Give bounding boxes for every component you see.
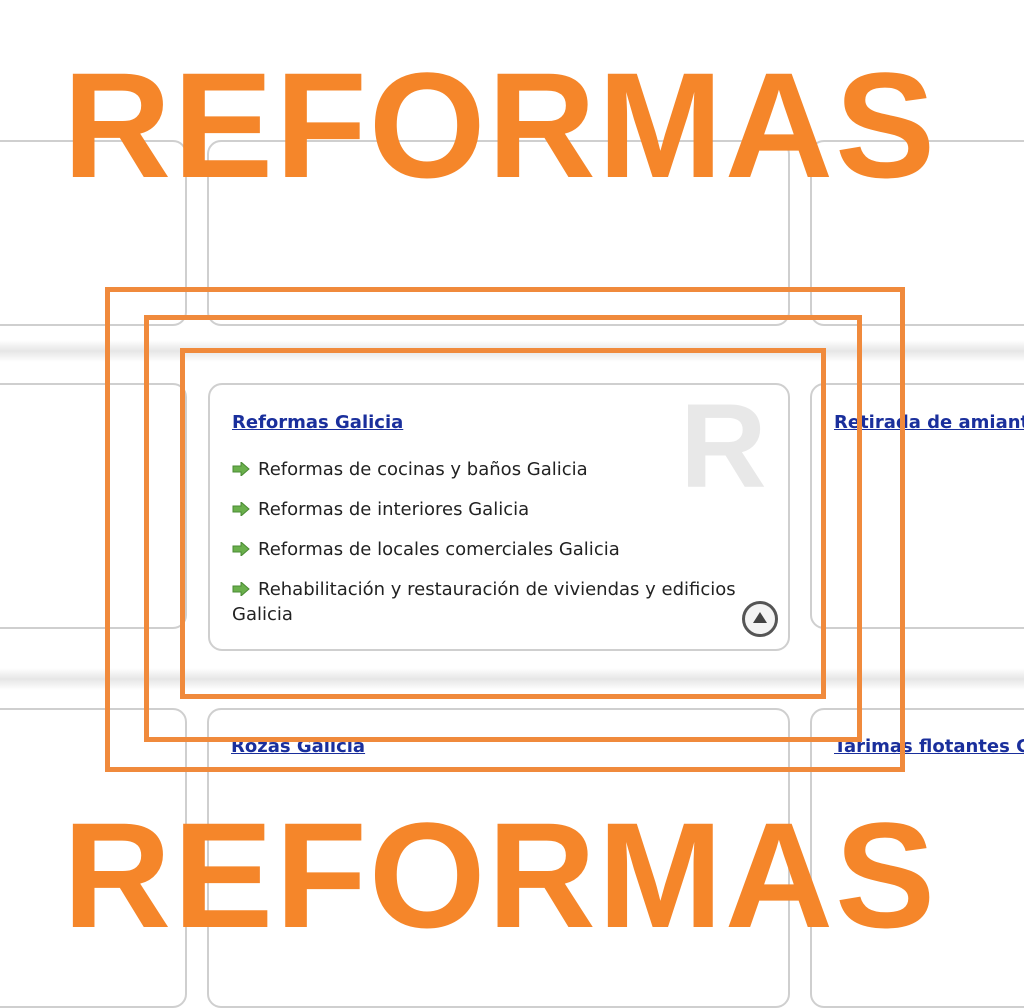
- list-item-label[interactable]: Reformas de locales comerciales Galicia: [258, 539, 620, 560]
- watermark-letter: R: [680, 383, 767, 513]
- green-arrow-icon: [232, 502, 250, 516]
- divider-band: [0, 668, 1024, 690]
- retirada-amianto-link[interactable]: Retirada de amiant: [834, 412, 1024, 433]
- top-left-card: [0, 140, 187, 326]
- list-item-label[interactable]: Rehabilitación y restauración de viviend…: [232, 579, 736, 625]
- bottom-left-card: [0, 708, 187, 1008]
- list-item[interactable]: Rehabilitación y restauración de viviend…: [232, 577, 742, 627]
- top-center-card: [207, 140, 790, 326]
- list-item[interactable]: Reformas de locales comerciales Galicia: [232, 537, 742, 562]
- top-right-card: [810, 140, 1024, 326]
- list-item-label[interactable]: Reformas de interiores Galicia: [258, 499, 530, 520]
- headline-bottom: REFORMAS: [62, 791, 938, 959]
- back-to-top-button[interactable]: [742, 601, 778, 637]
- list-item[interactable]: Reformas de cocinas y baños Galicia: [232, 457, 742, 482]
- middle-orange-frame: [144, 315, 862, 742]
- reformas-galicia-card: R Reformas Galicia Reformas de cocinas y…: [208, 383, 790, 651]
- reformas-galicia-title-link[interactable]: Reformas Galicia: [232, 412, 404, 433]
- green-arrow-icon: [232, 462, 250, 476]
- inner-orange-frame: [180, 348, 826, 699]
- service-list: Reformas de cocinas y baños Galicia Refo…: [232, 457, 742, 642]
- outer-orange-frame: [105, 287, 905, 772]
- middle-left-card: [0, 383, 187, 629]
- green-arrow-icon: [232, 582, 250, 596]
- list-item[interactable]: Reformas de interiores Galicia: [232, 497, 742, 522]
- bottom-center-card: Rozas Galicia: [207, 708, 790, 1008]
- headline-top: REFORMAS: [62, 41, 938, 209]
- green-arrow-icon: [232, 542, 250, 556]
- up-triangle-icon: [753, 612, 767, 623]
- list-item-label[interactable]: Reformas de cocinas y baños Galicia: [258, 459, 588, 480]
- tarimas-flotantes-link[interactable]: Tarimas flotantes G: [834, 736, 1024, 757]
- middle-right-card: Retirada de amiant: [810, 383, 1024, 629]
